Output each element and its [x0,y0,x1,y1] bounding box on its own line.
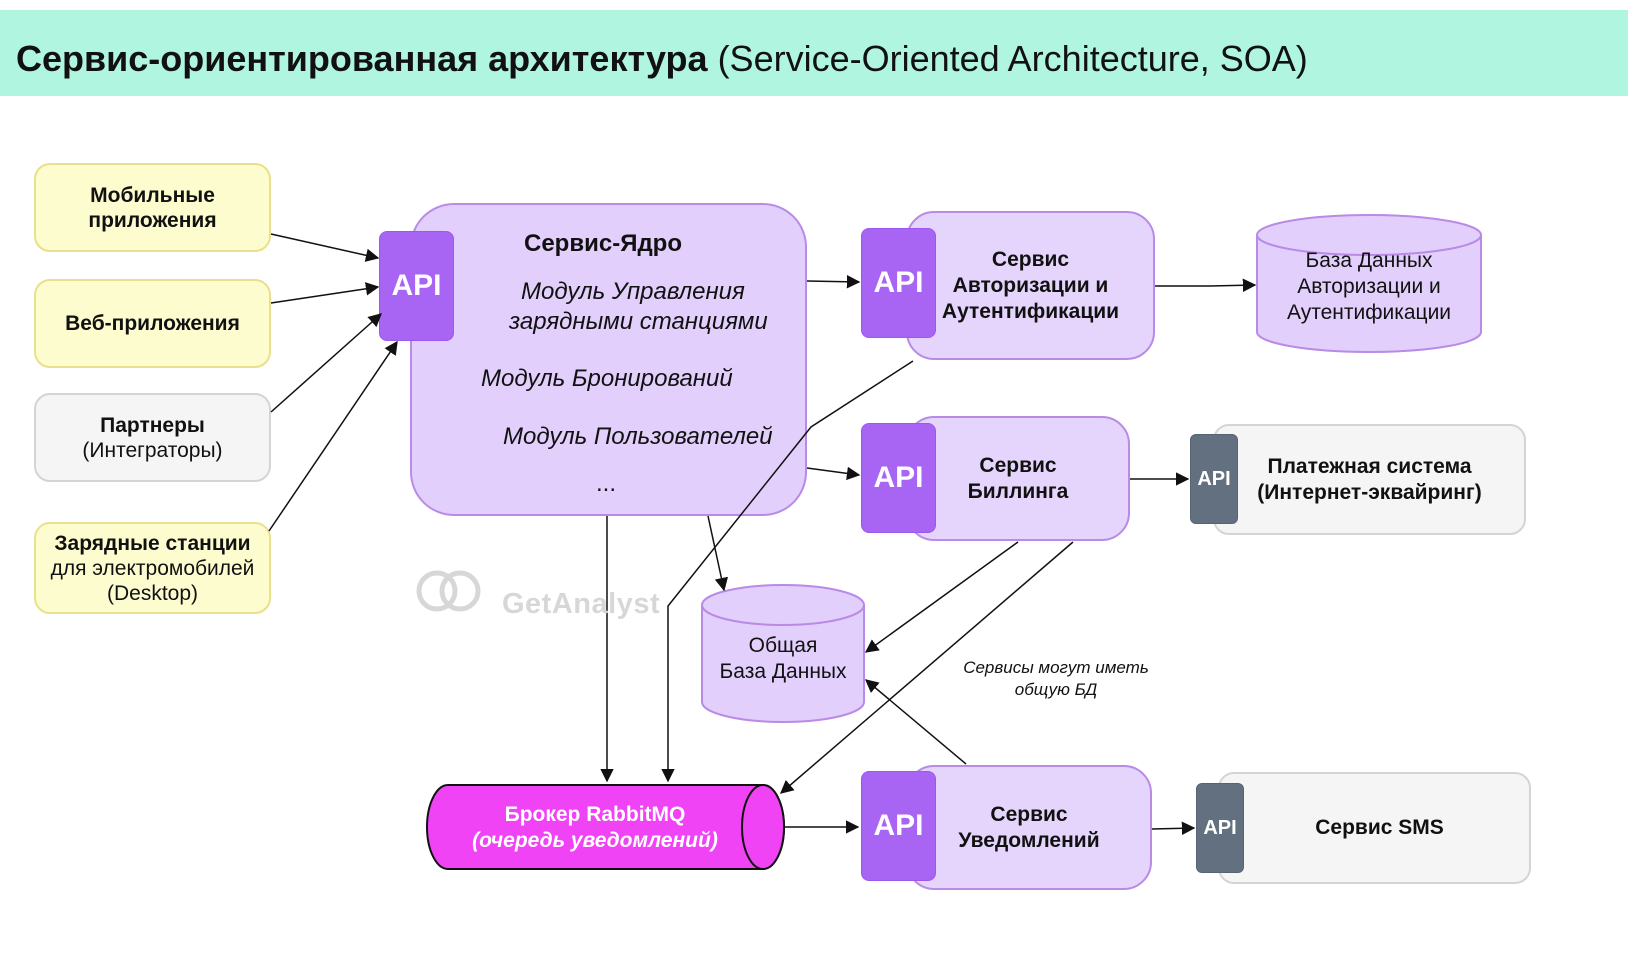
auth-api-badge: API [861,228,936,338]
core-module-stations-line2: зарядными станциями [509,308,768,335]
core-module-bookings: Модуль Бронирований [481,365,733,392]
auth-database-label: База Данных Авторизации и Аутентификации [1286,249,1452,324]
billing-api-badge: API [861,423,936,533]
core-api-badge: API [379,231,454,341]
client-mobile-apps: Мобильные приложения [34,163,271,252]
arrow-auth-to-auth-db [1155,278,1257,293]
arrow-partners-to-core [270,313,383,413]
client-charging-stations: Зарядные станции для электромобилей (Des… [34,522,271,614]
client-web-apps: Веб-приложения [34,279,271,368]
core-service [410,203,807,516]
getanalyst-logo-icon [416,570,481,612]
billing-service: Сервис Биллинга [906,416,1130,541]
notification-api-badge: API [861,771,936,881]
shared-database-cylinder [701,584,865,723]
title-banner: Сервис-ориентированная архитектура (Serv… [0,10,1628,96]
arrow-stations-to-core [268,340,398,532]
notification-service: Сервис Уведомлений [906,765,1152,890]
auth-service: Сервис Авторизации и Аутентификации [906,211,1155,360]
sms-api-badge: API [1196,783,1244,873]
arrow-core-to-auth [806,275,861,289]
watermark-text: GetAnalyst [502,588,661,620]
payment-api-badge: API [1190,434,1238,524]
arrow-auth-to-broker [661,360,914,783]
core-module-more: ... [596,470,617,497]
core-module-users: Модуль Пользователей [503,423,773,450]
diagram-title: Сервис-ориентированная архитектура (Serv… [16,38,1308,79]
arrow-notification-to-shared-db [864,679,967,765]
rabbitmq-broker-cylinder [426,784,785,870]
auth-database-cylinder [1256,214,1482,353]
arrow-core-to-billing [806,466,861,481]
arrow-billing-to-broker [779,541,1074,794]
arrow-billing-to-shared-db [864,541,1019,653]
shared-db-note: Сервисы могут иметь общую БД [963,658,1149,699]
arrow-notification-to-sms [1151,821,1196,836]
core-module-stations-line1: Модуль Управления [521,278,745,305]
arrow-mobile-to-core [270,233,380,262]
arrow-core-to-shared-db [707,515,729,592]
payment-system: Платежная система (Интернет-эквайринг) [1213,424,1526,535]
arrow-web-to-core [270,282,380,304]
shared-database-label: Общая База Данных [719,634,847,683]
client-partners: Партнеры (Интеграторы) [34,393,271,482]
rabbitmq-broker-label: Брокер RabbitMQ (очередь уведомлений) [472,803,718,852]
core-service-title: Сервис-Ядро [524,230,682,257]
